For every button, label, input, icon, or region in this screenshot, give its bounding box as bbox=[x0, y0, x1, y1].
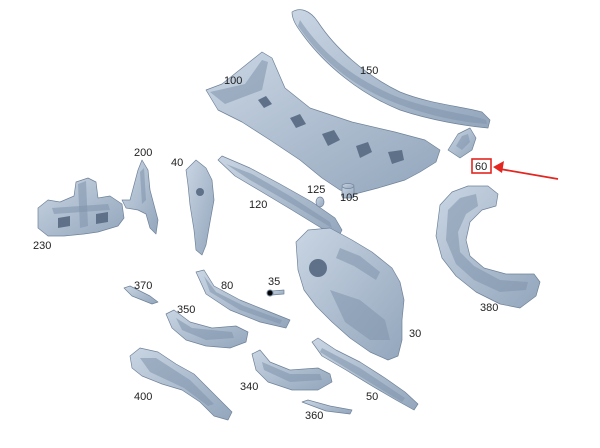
callout-340: 340 bbox=[240, 381, 258, 393]
callout-200: 200 bbox=[134, 147, 152, 159]
callout-40: 40 bbox=[171, 157, 183, 169]
part-350 bbox=[165, 309, 249, 349]
part-150 bbox=[291, 9, 491, 129]
part-80 bbox=[195, 269, 291, 329]
part-230 bbox=[37, 177, 125, 237]
callout-150: 150 bbox=[360, 65, 378, 77]
part-125 bbox=[315, 196, 325, 208]
part-340 bbox=[251, 349, 333, 391]
part-100 bbox=[205, 51, 441, 195]
part-360 bbox=[301, 399, 353, 415]
callout-100: 100 bbox=[224, 75, 242, 87]
callout-125: 125 bbox=[307, 184, 325, 196]
callout-120: 120 bbox=[249, 199, 267, 211]
part-200 bbox=[121, 159, 159, 235]
callout-400: 400 bbox=[134, 391, 152, 403]
callout-105: 105 bbox=[340, 192, 358, 204]
highlight-arrow bbox=[493, 161, 559, 180]
callout-360: 360 bbox=[305, 410, 323, 422]
callout-60: 60 bbox=[475, 161, 487, 173]
callout-350: 350 bbox=[177, 304, 195, 316]
callout-50: 50 bbox=[366, 391, 378, 403]
part-120 bbox=[217, 155, 343, 239]
part-370 bbox=[123, 285, 159, 305]
callout-30: 30 bbox=[409, 328, 421, 340]
callout-380: 380 bbox=[480, 302, 498, 314]
part-50 bbox=[311, 337, 419, 411]
part-35 bbox=[266, 289, 285, 297]
part-400 bbox=[129, 347, 233, 421]
part-60 bbox=[447, 127, 477, 159]
part-380 bbox=[435, 185, 541, 309]
callout-370: 370 bbox=[134, 280, 152, 292]
callout-80: 80 bbox=[221, 280, 233, 292]
part-40 bbox=[185, 159, 215, 256]
callout-230: 230 bbox=[33, 240, 51, 252]
callout-35: 35 bbox=[268, 276, 280, 288]
part-105 bbox=[341, 183, 355, 199]
callout-highlight-box bbox=[471, 158, 492, 174]
part-30 bbox=[295, 227, 405, 361]
